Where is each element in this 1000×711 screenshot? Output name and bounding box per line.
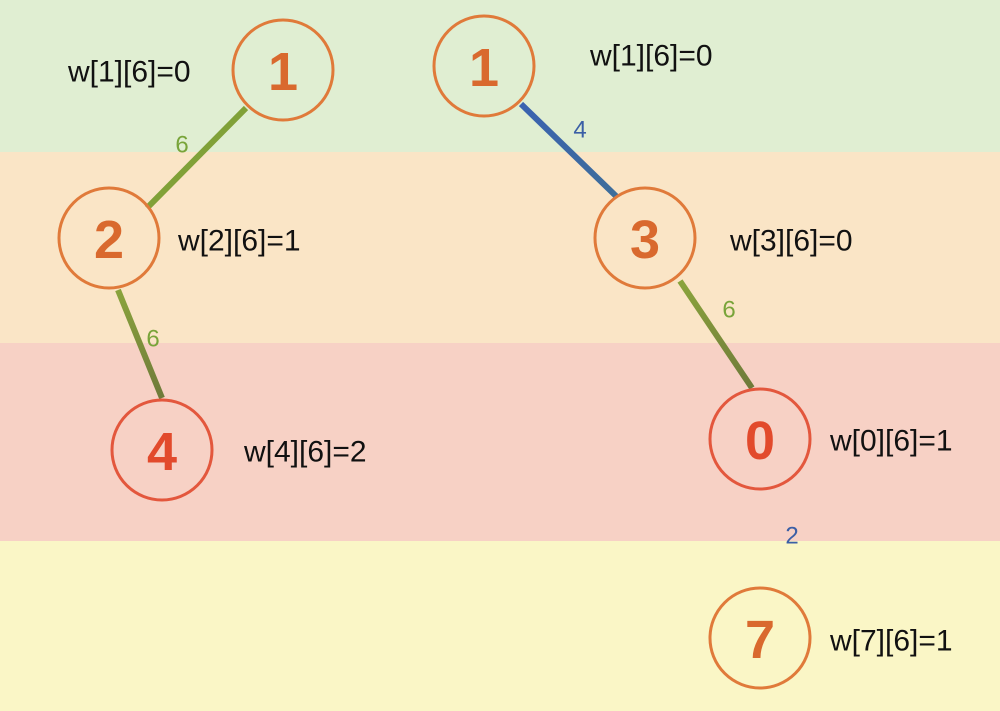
node-circle (57, 186, 161, 290)
w-value-label: w[1][6]=0 (67, 56, 191, 89)
level-band-4 (0, 541, 1000, 711)
edge-left-1-to-left-2 (144, 105, 249, 211)
edges-layer: 6 6 4 6 2 (115, 101, 799, 588)
w-value-label: w[4][6]=2 (243, 436, 367, 469)
edge-weight-label: 2 (785, 523, 798, 550)
node-label: 1 (469, 38, 499, 98)
node-circle (708, 586, 812, 690)
edge-weight-label: 6 (722, 297, 735, 324)
node-circle (708, 387, 812, 491)
node-label: 2 (94, 210, 124, 270)
w-value-label: w[3][6]=0 (729, 225, 853, 258)
node-label: 7 (745, 610, 775, 670)
w-value-label: w[7][6]=1 (829, 625, 953, 658)
node-circle (432, 14, 536, 118)
node-right-3: 3 (593, 186, 697, 290)
node-label: 4 (147, 422, 177, 482)
node-circle (110, 398, 214, 502)
node-label: 3 (630, 210, 660, 270)
node-label: 0 (745, 411, 775, 471)
level-band-1 (0, 0, 1000, 152)
level-band-2 (0, 152, 1000, 343)
node-left-4: 4 (110, 398, 214, 502)
edge-left-2-to-left-4 (115, 288, 165, 400)
node-label: 1 (268, 42, 298, 102)
w-value-label: w[1][6]=0 (589, 40, 713, 73)
edge-weight-label: 4 (573, 117, 586, 144)
nodes-layer: 1 2 4 1 3 0 7 (57, 14, 812, 690)
node-left-1: 1 (231, 18, 335, 122)
node-circle (231, 18, 335, 122)
edge-right-3-to-right-0 (677, 279, 755, 390)
level-band-3 (0, 343, 1000, 541)
node-right-1: 1 (432, 14, 536, 118)
node-circle (593, 186, 697, 290)
node-left-2: 2 (57, 186, 161, 290)
edge-weight-label: 6 (175, 132, 188, 159)
node-right-0: 0 (708, 387, 812, 491)
edge-right-1-to-right-3 (518, 101, 620, 200)
w-value-label: w[0][6]=1 (829, 425, 953, 458)
node-right-7: 7 (708, 586, 812, 690)
edge-weight-label: 6 (146, 326, 159, 353)
labels-layer: w[1][6]=0 w[2][6]=1 w[4][6]=2 w[1][6]=0 w[3]… (67, 40, 953, 658)
w-value-label: w[2][6]=1 (177, 225, 301, 258)
